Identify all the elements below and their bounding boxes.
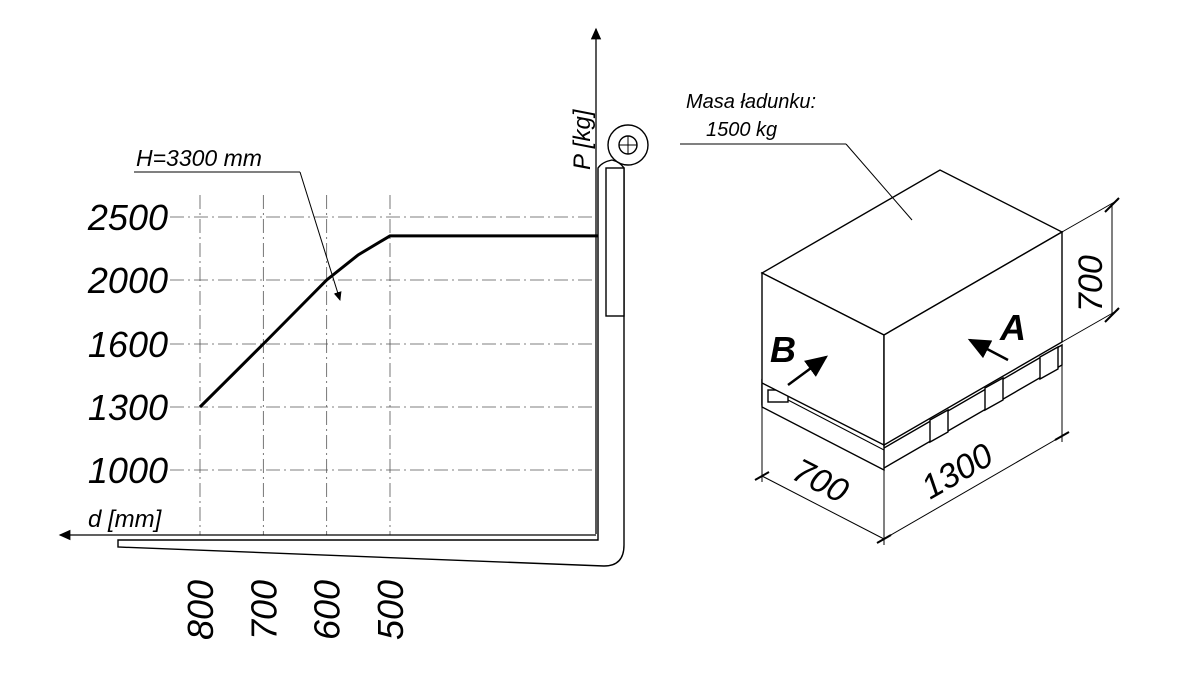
capacity-chart: P [kg] d [mm] 2500 2000 1600 1300 1000 800 70… [58,27,602,640]
side-b-label: B [770,329,796,370]
arrow-a-icon [967,338,1009,362]
side-a-label: A [999,307,1026,348]
dim-height: 700 [1072,255,1110,312]
mass-leader [845,143,913,221]
y-tick-label: 1600 [88,324,168,365]
vertical-gridlines [199,195,391,535]
x-tick-labels: 800 700 600 500 [180,580,411,640]
y-tick-label: 2000 [87,260,168,301]
mass-label: Masa ładunku: [686,91,816,113]
arrow-b-icon [787,355,829,387]
curve-label: H=3300 mm [136,145,262,171]
fork-icon [117,124,649,567]
x-tick-label: 700 [243,580,284,640]
mass-value: 1500 kg [706,119,777,141]
y-tick-label: 2500 [87,197,168,238]
curve-label-leader [299,171,342,301]
y-tick-label: 1300 [88,387,168,428]
y-tick-labels: 2500 2000 1600 1300 1000 [87,197,168,491]
x-tick-label: 500 [370,580,411,640]
y-axis-label: P [kg] [569,108,596,170]
dim-width: 700 [786,451,854,511]
y-tick-label: 1000 [88,450,168,491]
height-dimension: 700 [1061,197,1120,343]
x-axis-label: d [mm] [88,506,163,533]
x-tick-label: 800 [180,580,221,640]
horizontal-gridlines [170,216,596,471]
load-box: Masa ładunku: 1500 kg B A 700 700 [680,91,1120,545]
capacity-curve [198,234,599,409]
x-tick-label: 600 [307,580,348,640]
